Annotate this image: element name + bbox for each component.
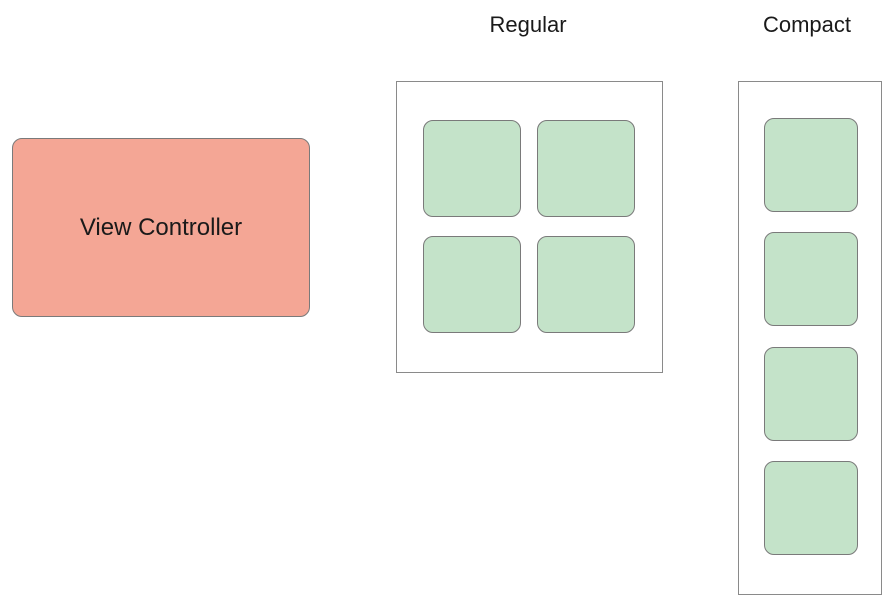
regular-tile — [423, 120, 521, 217]
compact-tile — [764, 118, 858, 212]
compact-tile — [764, 347, 858, 441]
regular-tile — [537, 236, 635, 333]
view-controller-box: View Controller — [12, 138, 310, 317]
view-controller-label: View Controller — [79, 213, 243, 241]
compact-layout-title: Compact — [762, 12, 852, 37]
regular-tile — [423, 236, 521, 333]
regular-tile — [537, 120, 635, 217]
regular-layout-title: Regular — [489, 12, 567, 37]
compact-tile — [764, 461, 858, 555]
compact-tile — [764, 232, 858, 326]
regular-layout-frame — [396, 81, 663, 373]
compact-layout-frame — [738, 81, 882, 595]
